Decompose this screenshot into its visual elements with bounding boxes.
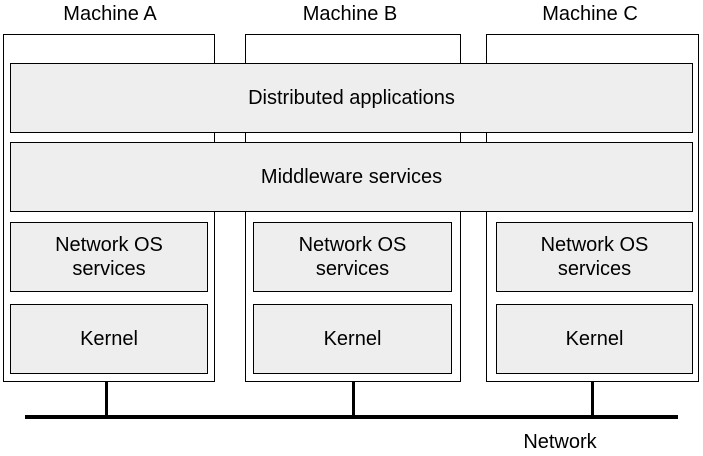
machine-b-network-os-services: Network OS services bbox=[253, 222, 452, 292]
distributed-applications-layer: Distributed applications bbox=[10, 63, 693, 133]
machine-a-network-os-line2: services bbox=[72, 258, 146, 280]
machine-b-network-os-line1: Network OS bbox=[298, 234, 407, 256]
machine-c-network-os-line2: services bbox=[557, 258, 632, 280]
machine-a-network-connector bbox=[105, 382, 108, 418]
distributed-applications-label: Distributed applications bbox=[248, 87, 455, 109]
machine-b-network-connector bbox=[352, 382, 355, 418]
middleware-services-label: Middleware services bbox=[260, 166, 443, 188]
machine-c-network-os-line1: Network OS bbox=[540, 234, 649, 256]
machine-b-network-os-line2: services bbox=[315, 258, 390, 280]
machine-a-kernel: Kernel bbox=[10, 304, 208, 374]
machine-c-title: Machine C bbox=[542, 3, 638, 25]
machine-a-network-os-services: Network OS services bbox=[10, 222, 208, 292]
machine-c-kernel: Kernel bbox=[496, 304, 693, 374]
machine-a-network-os-line1: Network OS bbox=[55, 234, 163, 256]
machine-c-network-connector bbox=[591, 382, 594, 418]
machine-c-network-os-services: Network OS services bbox=[496, 222, 693, 292]
machine-b-title: Machine B bbox=[302, 3, 398, 25]
network-label: Network bbox=[523, 431, 597, 453]
machine-b-kernel: Kernel bbox=[253, 304, 452, 374]
network-bus bbox=[25, 415, 678, 419]
middleware-services-layer: Middleware services bbox=[10, 142, 693, 212]
machine-b-kernel-label: Kernel bbox=[323, 328, 382, 350]
machine-c-kernel-label: Kernel bbox=[565, 328, 624, 350]
machine-a-title: Machine A bbox=[63, 3, 157, 25]
machine-a-kernel-label: Kernel bbox=[80, 328, 138, 350]
